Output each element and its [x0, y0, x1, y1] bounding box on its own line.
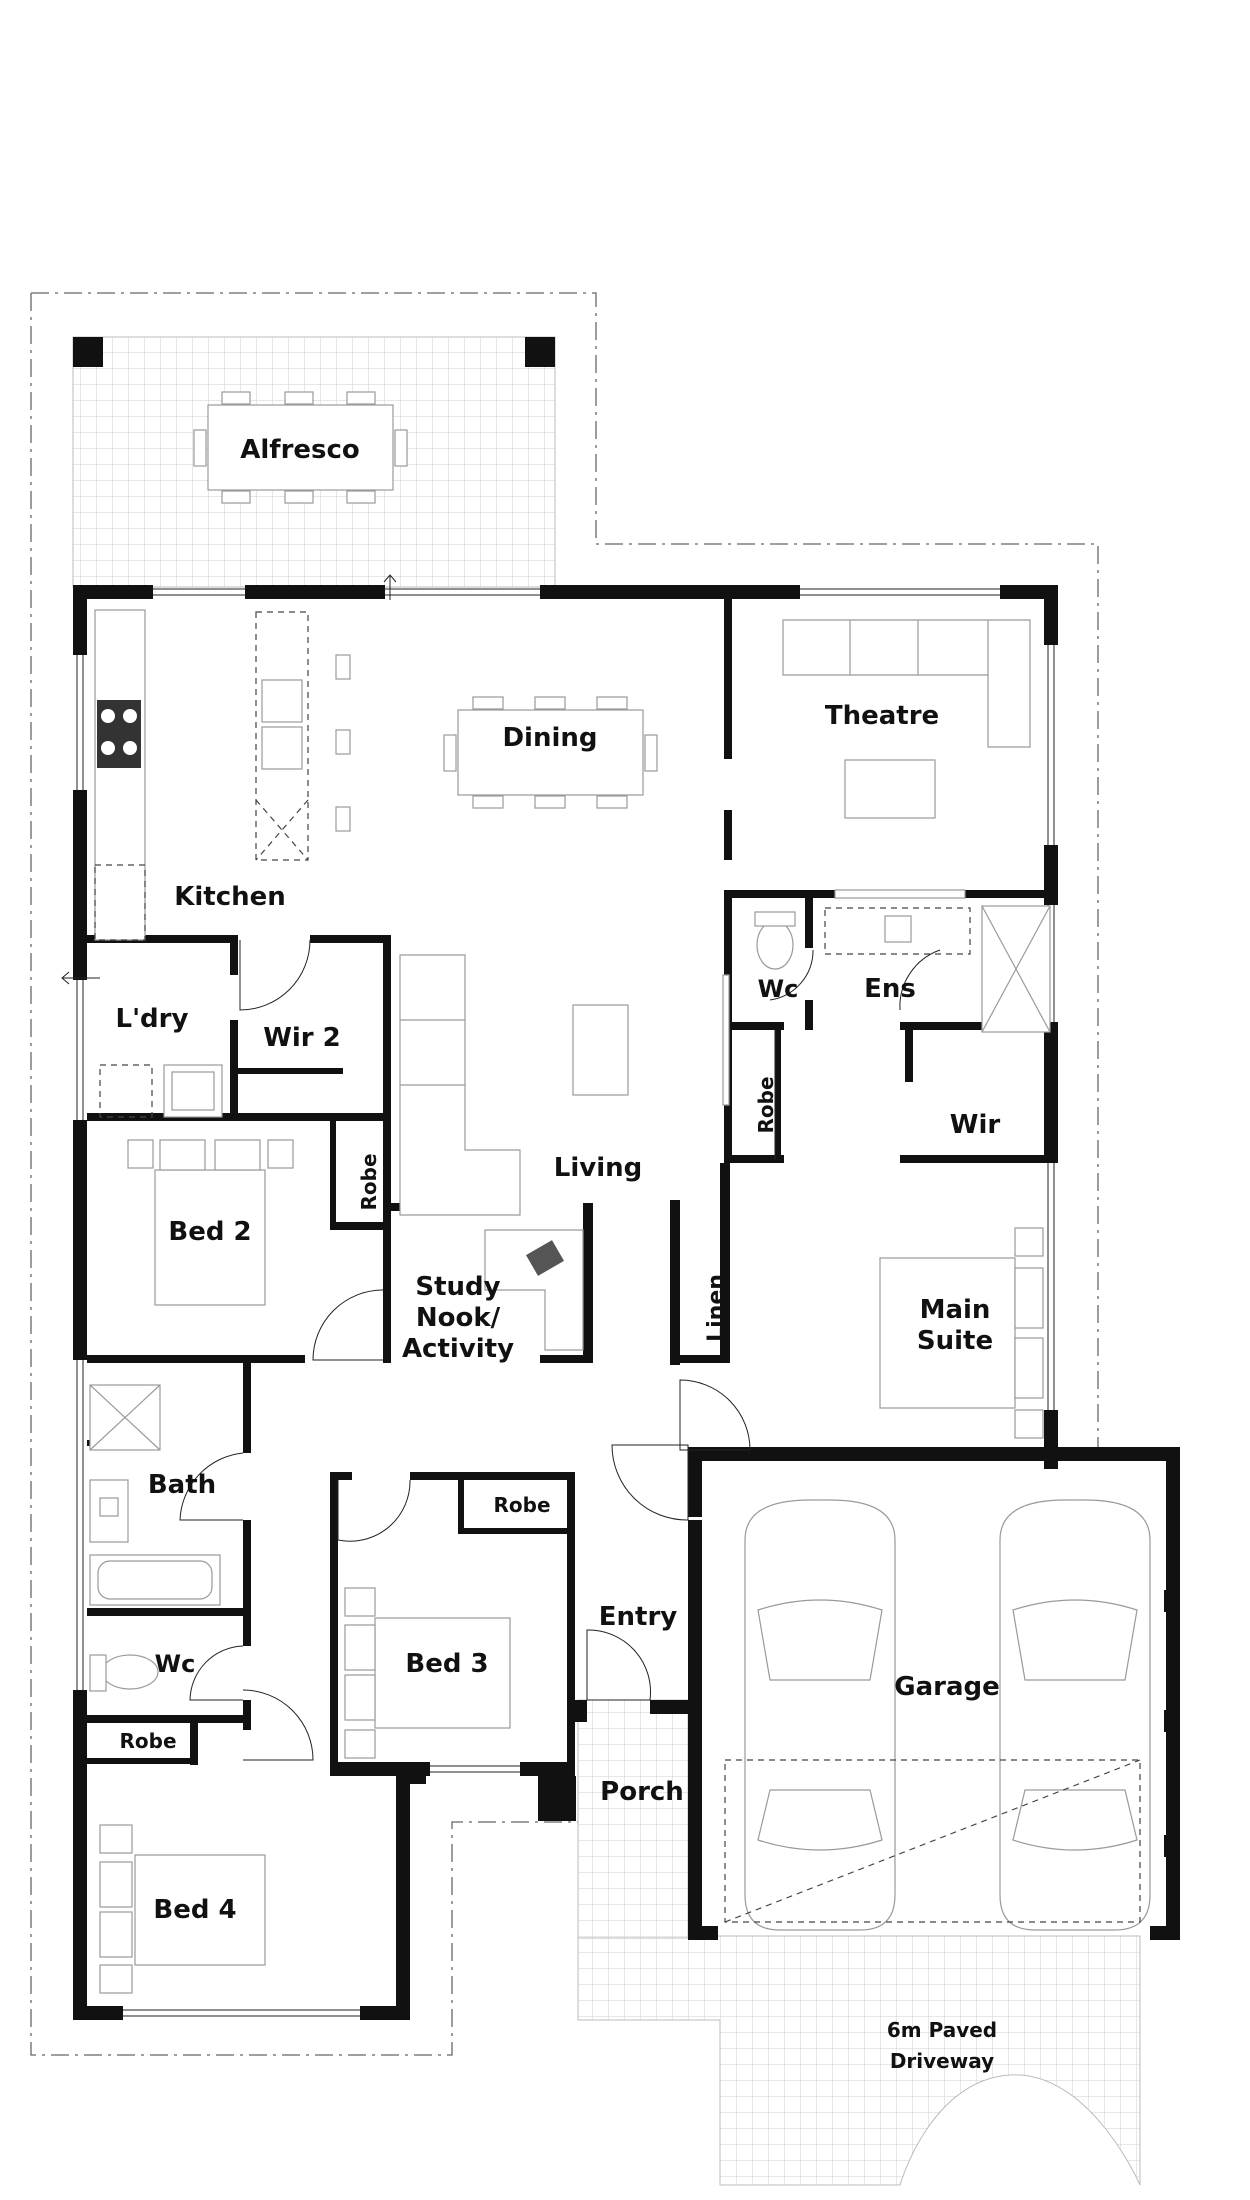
label-wc-bath: Wc	[155, 1650, 196, 1678]
theatre-furniture	[782, 619, 1031, 899]
alfresco-table	[193, 391, 408, 504]
exterior-walls	[73, 585, 1180, 2020]
label-laundry: L'dry	[116, 1004, 189, 1034]
label-bed-3: Bed 3	[405, 1649, 488, 1679]
label-bath: Bath	[148, 1470, 216, 1500]
entry-arrows	[61, 574, 397, 985]
label-porch: Porch	[600, 1777, 684, 1807]
label-wir: Wir	[950, 1110, 1001, 1140]
label-alfresco: Alfresco	[240, 435, 360, 465]
bed3-furniture	[344, 1587, 511, 1759]
label-robe-bed4: Robe	[119, 1729, 176, 1753]
label-driveway-line2: Driveway	[890, 2049, 994, 2073]
label-study-line2: Nook/	[416, 1303, 501, 1333]
label-study-line3: Activity	[402, 1334, 514, 1364]
label-bed-4: Bed 4	[153, 1895, 236, 1925]
porch-tile-area	[577, 1699, 689, 1939]
alfresco-column-left	[73, 337, 103, 367]
label-ensuite: Ens	[864, 974, 916, 1004]
alfresco-column-right	[525, 337, 555, 367]
label-main-suite-line1: Main	[920, 1295, 991, 1325]
label-wir-2: Wir 2	[263, 1023, 341, 1053]
label-wc-ensuite: Wc	[758, 975, 799, 1003]
label-robe-master: Robe	[754, 1076, 778, 1133]
living-sofa	[399, 954, 730, 1216]
label-living: Living	[554, 1153, 642, 1183]
label-dining: Dining	[502, 723, 597, 753]
ensuite-fixtures	[754, 905, 1051, 1033]
label-kitchen: Kitchen	[174, 882, 286, 912]
kitchen-fixtures	[94, 609, 351, 941]
study-desk	[484, 1229, 584, 1351]
door-swings	[179, 939, 941, 1761]
driveway-tile-area	[577, 1935, 1141, 2186]
label-study-line1: Study	[415, 1272, 500, 1302]
laundry-fixtures	[99, 1064, 223, 1118]
label-linen: Linen	[704, 1274, 729, 1342]
lot-boundary-lower	[30, 293, 580, 2056]
label-main-suite-line2: Suite	[917, 1326, 993, 1356]
label-theatre: Theatre	[825, 701, 939, 731]
label-entry: Entry	[599, 1602, 678, 1632]
dining-table	[443, 696, 658, 809]
bed2-furniture	[127, 1139, 294, 1306]
bath-fixtures	[89, 1384, 221, 1692]
main-suite-bed	[879, 1227, 1044, 1439]
label-robe-bed2: Robe	[357, 1153, 381, 1210]
label-garage: Garage	[894, 1672, 1000, 1702]
garage-cars	[724, 1499, 1151, 1931]
label-driveway-line1: 6m Paved	[887, 2018, 997, 2042]
label-bed-2: Bed 2	[168, 1217, 251, 1247]
bed4-furniture	[99, 1824, 266, 1994]
label-robe-bed3: Robe	[493, 1493, 550, 1517]
